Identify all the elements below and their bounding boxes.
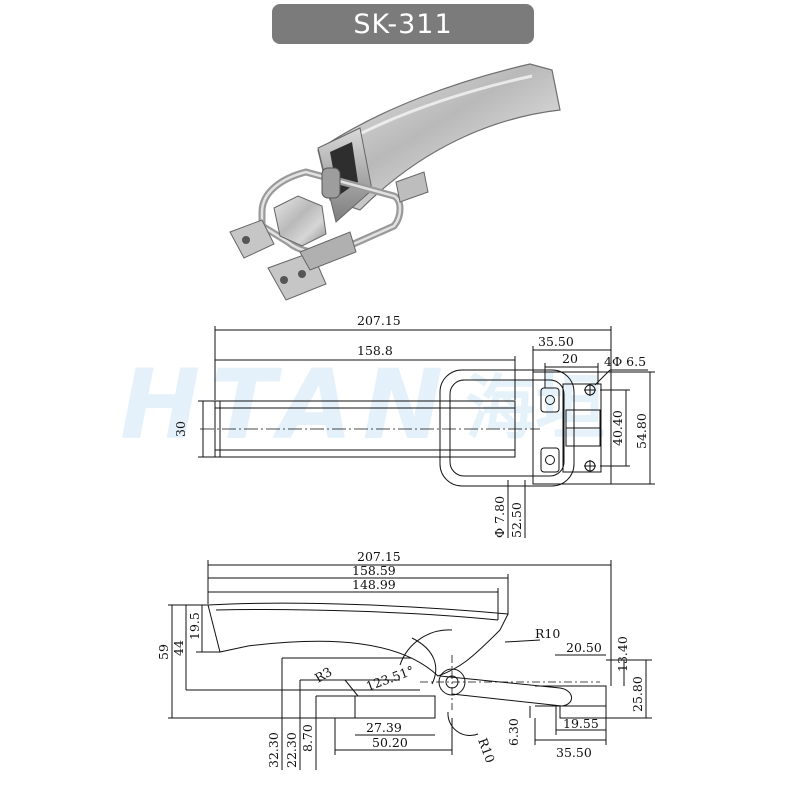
dim-overall-length: 207.15 — [357, 313, 401, 328]
dim-length-158-59: 158.59 — [352, 563, 396, 578]
dim-13-40: 13.40 — [615, 636, 630, 672]
dim-bracket-height: 54.80 — [634, 413, 649, 449]
dim-25-80: 25.80 — [630, 676, 645, 712]
dim-radius-r10-top: R10 — [535, 626, 560, 641]
dim-length-148-99: 148.99 — [352, 577, 396, 592]
dim-50-20: 50.20 — [372, 735, 408, 750]
top-view-dimensions: 207.15 158.8 35.50 20 4Φ 6.5 30 40.40 54… — [173, 313, 649, 538]
dim-height-44: 44 — [171, 640, 186, 656]
dim-hole-spacing-x: 20 — [562, 351, 578, 366]
dim-handle-length: 158.8 — [357, 343, 393, 358]
dim-22-30: 22.30 — [284, 732, 299, 768]
dim-pin-diameter: Φ 7.80 — [492, 496, 507, 538]
dim-27-39: 27.39 — [366, 720, 402, 735]
dim-20-50: 20.50 — [566, 640, 602, 655]
dim-hole-spacing-y: 40.40 — [610, 410, 625, 446]
dim-pin-offset: 52.50 — [509, 502, 524, 538]
dim-radius-r10-bottom: R10 — [475, 736, 498, 765]
side-view — [168, 560, 652, 770]
product-title: SK-311 — [272, 4, 534, 44]
product-photo — [229, 63, 561, 301]
dim-bracket-width: 35.50 — [538, 334, 574, 349]
dim-radius-r3: R3 — [312, 664, 335, 686]
dim-32-30: 32.30 — [266, 732, 281, 768]
dim-hole-spec: 4Φ 6.5 — [604, 354, 646, 369]
watermark: HTAN 海坦 — [120, 349, 605, 461]
top-view — [198, 326, 655, 538]
watermark-latin: HTAN — [120, 349, 453, 461]
dim-height-59: 59 — [156, 644, 171, 660]
dim-side-overall-length: 207.15 — [357, 549, 401, 564]
dim-19-55: 19.55 — [563, 716, 599, 731]
dim-angle: 123.51° — [364, 663, 416, 694]
dim-8-70: 8.70 — [300, 724, 315, 752]
dim-6-30: 6.30 — [506, 718, 521, 746]
dim-35-50: 35.50 — [556, 745, 592, 760]
dim-height-19-5: 19.5 — [187, 612, 202, 640]
dim-height: 30 — [173, 421, 188, 437]
